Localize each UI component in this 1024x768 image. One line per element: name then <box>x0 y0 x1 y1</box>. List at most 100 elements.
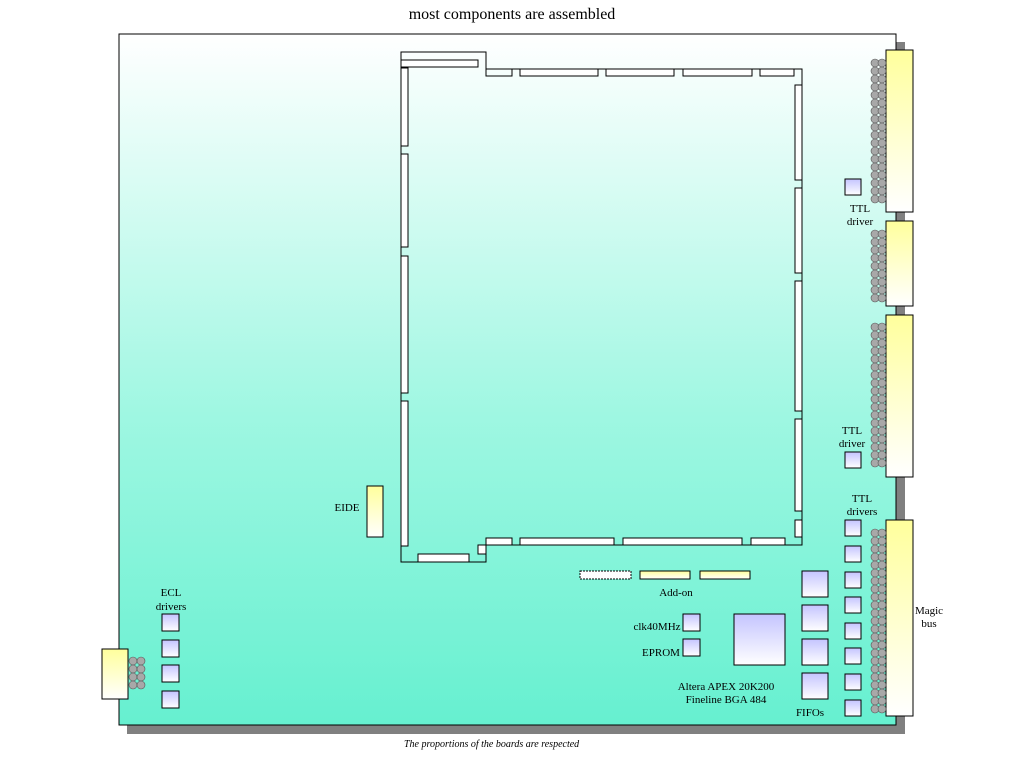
add-on-connectors <box>579 570 751 580</box>
connector-pin <box>877 229 887 239</box>
connector-pin <box>877 402 887 412</box>
altera-fpga-chip <box>733 613 786 666</box>
connector-pin <box>877 106 887 116</box>
connector-pin <box>877 442 887 452</box>
connector-pin <box>877 616 887 626</box>
connector-pin <box>877 194 887 204</box>
connector-pin <box>877 426 887 436</box>
connector-pin <box>136 680 146 690</box>
connector-pin <box>877 354 887 364</box>
connector-pin <box>877 600 887 610</box>
connector-pin <box>877 608 887 618</box>
connector-pin <box>877 576 887 586</box>
connector-pin <box>877 632 887 642</box>
ecl-driver-chips <box>161 613 180 709</box>
connector-j2 <box>885 220 914 307</box>
clk-label: clk40MHz <box>633 621 680 633</box>
connector-pin <box>136 664 146 674</box>
connector-pin <box>128 664 138 674</box>
connector-pin <box>877 458 887 468</box>
connector-pin <box>877 253 887 263</box>
connector-pin <box>877 122 887 132</box>
connector-pin <box>877 346 887 356</box>
connector-pin <box>877 696 887 706</box>
connector-pin <box>877 592 887 602</box>
connector-pin <box>877 688 887 698</box>
connector-pin <box>877 584 887 594</box>
connector-pin <box>877 170 887 180</box>
connector-pin <box>877 82 887 92</box>
ttl-driver-chip-top <box>844 178 862 196</box>
connector-pin <box>877 130 887 140</box>
magic-bus-label-2: bus <box>921 618 936 630</box>
connector-pin <box>128 656 138 666</box>
connector-pin <box>877 394 887 404</box>
connector-pin <box>877 568 887 578</box>
connector-pin <box>877 285 887 295</box>
connector-pin <box>877 434 887 444</box>
ttl-drivers-label-1: TTL <box>852 493 872 505</box>
connector-pin <box>128 680 138 690</box>
backplane-connectors <box>885 49 914 717</box>
connector-pin <box>877 624 887 634</box>
connector-pin <box>877 98 887 108</box>
connector-pin <box>877 186 887 196</box>
connector-pin <box>877 648 887 658</box>
connector-pin <box>877 418 887 428</box>
connector-pin <box>877 664 887 674</box>
connector-pin <box>877 74 887 84</box>
connector-pin <box>877 146 887 156</box>
connector-pin <box>877 544 887 554</box>
connector-pin <box>877 245 887 255</box>
connector-pin <box>877 672 887 682</box>
eprom-chip <box>682 638 701 657</box>
connector-pin <box>877 138 887 148</box>
altera-label-1: Altera APEX 20K200 <box>678 681 775 693</box>
connector-pin <box>877 552 887 562</box>
connector-pin <box>877 680 887 690</box>
magic-bus-connector <box>885 519 914 717</box>
connector-pin <box>877 704 887 714</box>
vme-board <box>118 33 897 726</box>
diagram-title: most components are assembled <box>408 6 616 23</box>
connector-pin <box>877 66 887 76</box>
connector-pin <box>877 261 887 271</box>
altera-label-2: Fineline BGA 484 <box>686 694 767 706</box>
fifos-label: FIFOs <box>796 707 824 719</box>
connector-pin <box>877 370 887 380</box>
add-on-label: Add-on <box>659 587 693 599</box>
connector-pin <box>877 528 887 538</box>
ttl-driver-label-mid-1: TTL <box>842 425 862 437</box>
connector-pin <box>877 237 887 247</box>
connector-pin <box>877 640 887 650</box>
magic-bus-label-1: Magic <box>915 605 943 617</box>
ttl-driver-chip-mid <box>844 451 862 469</box>
connector-j3 <box>885 314 914 478</box>
ttl-driver-label-top-2: driver <box>847 216 874 228</box>
eide-label: EIDE <box>334 502 359 514</box>
ttl-driver-label-top-1: TTL <box>850 203 870 215</box>
connector-pin <box>877 536 887 546</box>
connector-pins <box>128 58 887 714</box>
connector-pin <box>877 378 887 388</box>
connector-pin <box>877 277 887 287</box>
eide-connector <box>366 485 384 538</box>
connector-pin <box>877 656 887 666</box>
connector-pin <box>877 58 887 68</box>
ttl-drivers-label-2: drivers <box>847 506 878 518</box>
connector-pin <box>877 154 887 164</box>
connector-pin <box>877 114 887 124</box>
connector-pin <box>877 90 887 100</box>
connector-pin <box>877 560 887 570</box>
ecl-drivers-label-2: drivers <box>156 601 187 613</box>
connector-pin <box>877 386 887 396</box>
connector-j1 <box>885 49 914 213</box>
connector-pin <box>877 269 887 279</box>
connector-pin <box>136 656 146 666</box>
connector-pin <box>877 338 887 348</box>
ecl-drivers-label-1: ECL <box>161 587 182 599</box>
clock-chip <box>682 613 701 632</box>
figure-caption: The proportions of the boards are respec… <box>404 739 580 750</box>
connector-pin <box>877 178 887 188</box>
connector-pin <box>877 362 887 372</box>
